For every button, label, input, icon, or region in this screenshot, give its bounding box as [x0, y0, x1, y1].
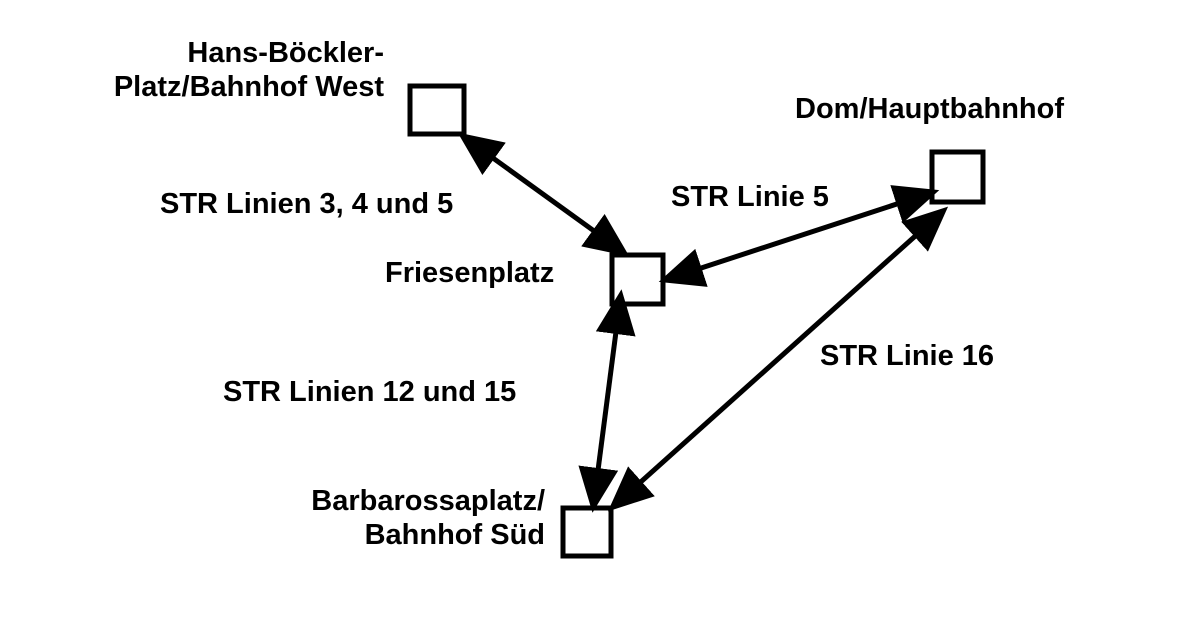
connection-label-text: STR Linie 16 [820, 340, 995, 372]
station-label-dom: Dom/Hauptbahnhof [795, 92, 1064, 126]
station-marker-barbarossaplatz [560, 505, 614, 559]
station-label-hans-boeckler: Hans-Böckler- Platz/Bahnhof West [114, 36, 384, 104]
connection-label-hans-friesen: STR Linien 3, 4 und 5 [160, 187, 453, 221]
station-label-line: Hans-Böckler- [187, 37, 384, 69]
connection-arrow-friesen-barbarossa [578, 289, 636, 513]
station-marker-friesenplatz [609, 252, 666, 307]
station-label-line: Bahnhof Süd [364, 519, 545, 551]
connection-arrow-dom-barbarossa [607, 206, 949, 512]
station-label-line: Barbarossaplatz/ [311, 485, 545, 517]
station-marker-hans-boeckler [407, 83, 467, 137]
connection-label-friesen-dom: STR Linie 5 [671, 180, 829, 214]
station-label-barbarossaplatz: Barbarossaplatz/ Bahnhof Süd [311, 484, 545, 552]
connection-label-friesen-barbarossa: STR Linien 12 und 15 [223, 375, 516, 409]
station-label-line: Platz/Bahnhof West [113, 71, 384, 103]
connection-label-text: STR Linien 3, 4 und 5 [160, 188, 454, 220]
station-label-friesenplatz: Friesenplatz [385, 256, 554, 290]
connection-label-text: STR Linien 12 und 15 [223, 376, 517, 408]
connection-arrow-hans-friesen [457, 132, 630, 257]
station-label-text: Friesenplatz [385, 257, 555, 289]
connection-label-dom-barbarossa: STR Linie 16 [820, 339, 994, 373]
station-label-text: Dom/Hauptbahnhof [795, 93, 1065, 125]
connection-label-text: STR Linie 5 [671, 181, 829, 213]
station-marker-dom [929, 149, 986, 205]
